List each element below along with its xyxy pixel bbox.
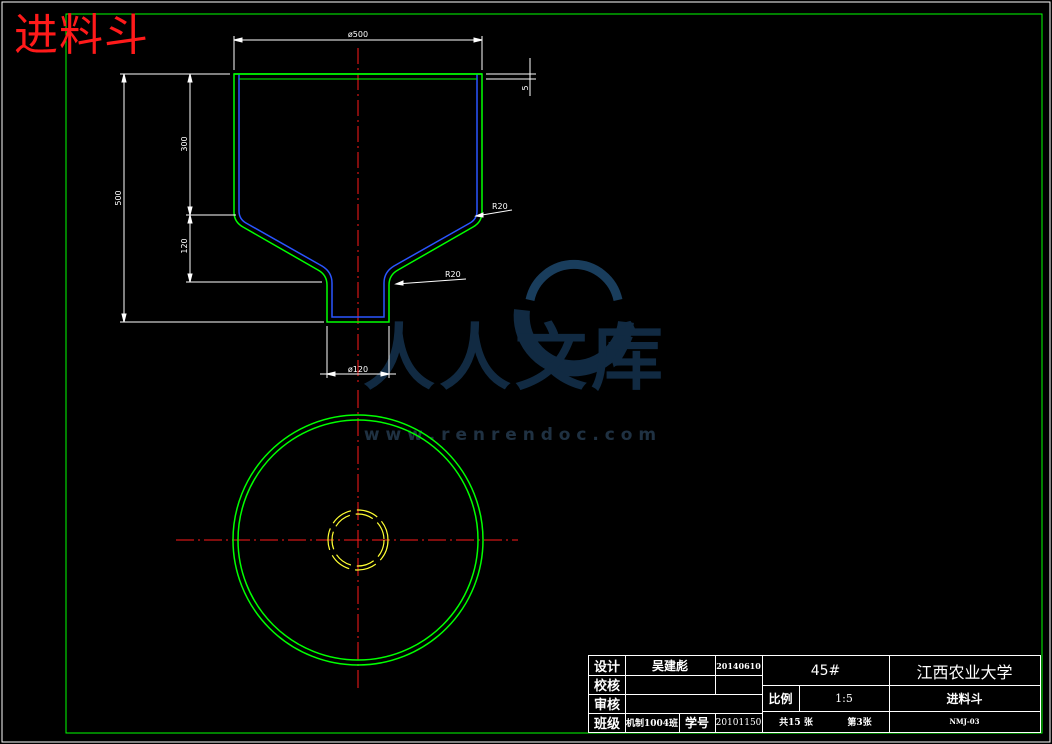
dimension-thickness xyxy=(486,58,536,96)
tb-col-divider xyxy=(799,685,800,711)
tb-design-label: 设计 xyxy=(593,660,620,675)
tb-scale-label: 比例 xyxy=(768,691,793,706)
tb-check-label: 校核 xyxy=(593,679,620,694)
tb-col-divider xyxy=(715,656,716,694)
dimension-top-width-label: ø500 xyxy=(348,30,368,39)
top-view-inner-circle xyxy=(237,419,479,661)
dimension-radius-lower-label: R20 xyxy=(445,270,461,279)
tb-row-divider xyxy=(589,694,762,695)
tb-university: 江西农业大学 xyxy=(916,662,1013,682)
title-block: 设计 吴建彪 20140610 校核 审核 班级 机制1004班 学号 2010… xyxy=(588,655,1041,733)
dimension-total-height xyxy=(120,73,324,323)
tb-part-name: 进料斗 xyxy=(946,691,983,706)
watermark-url: w w w . r e n r e n d o c . c o m xyxy=(364,425,656,445)
dimension-radius-upper xyxy=(474,209,513,218)
dimension-outlet-width xyxy=(320,326,396,378)
hopper-outer-profile xyxy=(233,73,483,323)
tb-designer: 吴建彪 xyxy=(651,659,688,673)
drawing-title: 进料斗 xyxy=(14,10,149,61)
dimension-thickness-label: 5 xyxy=(521,85,530,90)
tb-scale-value: 1:5 xyxy=(835,691,853,705)
tb-row-divider xyxy=(762,685,1040,686)
drawing-frame xyxy=(65,13,1043,734)
watermark-logo: 人人文库 w w w . r e n r e n d o c . c o m xyxy=(363,259,667,445)
dimension-radius-lower xyxy=(394,278,467,286)
dimension-total-height-label: 500 xyxy=(114,190,123,205)
tb-class-label: 班级 xyxy=(593,717,620,732)
tb-col-divider xyxy=(679,713,680,732)
tb-student-id-label: 学号 xyxy=(684,716,709,730)
dimension-lower-height xyxy=(186,214,322,283)
tb-col-divider xyxy=(762,656,763,732)
tb-student-id: 20101150 xyxy=(715,717,762,728)
dimension-lower-height-label: 120 xyxy=(180,238,189,253)
tb-review-label: 审核 xyxy=(593,698,620,713)
tb-material: 45# xyxy=(810,662,841,679)
dimension-upper-height xyxy=(186,73,236,216)
watermark-text: 人人文库 xyxy=(363,315,667,400)
tb-sheets-total: 共15 张 xyxy=(779,718,813,728)
top-view-outlet-dashed-outer xyxy=(327,509,389,571)
tb-row-divider xyxy=(762,711,1040,712)
dimension-top-width xyxy=(233,36,483,70)
tb-sheet-no: 第3张 xyxy=(847,718,872,728)
tb-row-divider xyxy=(589,713,762,714)
tb-col-divider xyxy=(889,656,890,732)
dimension-upper-height-label: 300 xyxy=(180,136,189,151)
tb-col-divider xyxy=(625,656,626,732)
dimension-radius-upper-label: R20 xyxy=(492,202,508,211)
top-view-outer-circle xyxy=(232,414,484,666)
dimension-outlet-width-label: ø120 xyxy=(348,365,368,374)
tb-design-date: 20140610 xyxy=(716,660,761,671)
tb-col-divider xyxy=(715,713,716,732)
tb-class-value: 机制1004班 xyxy=(625,719,679,729)
hopper-inner-profile xyxy=(238,74,478,318)
tb-row-divider xyxy=(589,675,762,676)
top-view-outlet-dashed-inner xyxy=(331,513,385,567)
tb-drawing-no: NMJ-03 xyxy=(949,717,980,726)
